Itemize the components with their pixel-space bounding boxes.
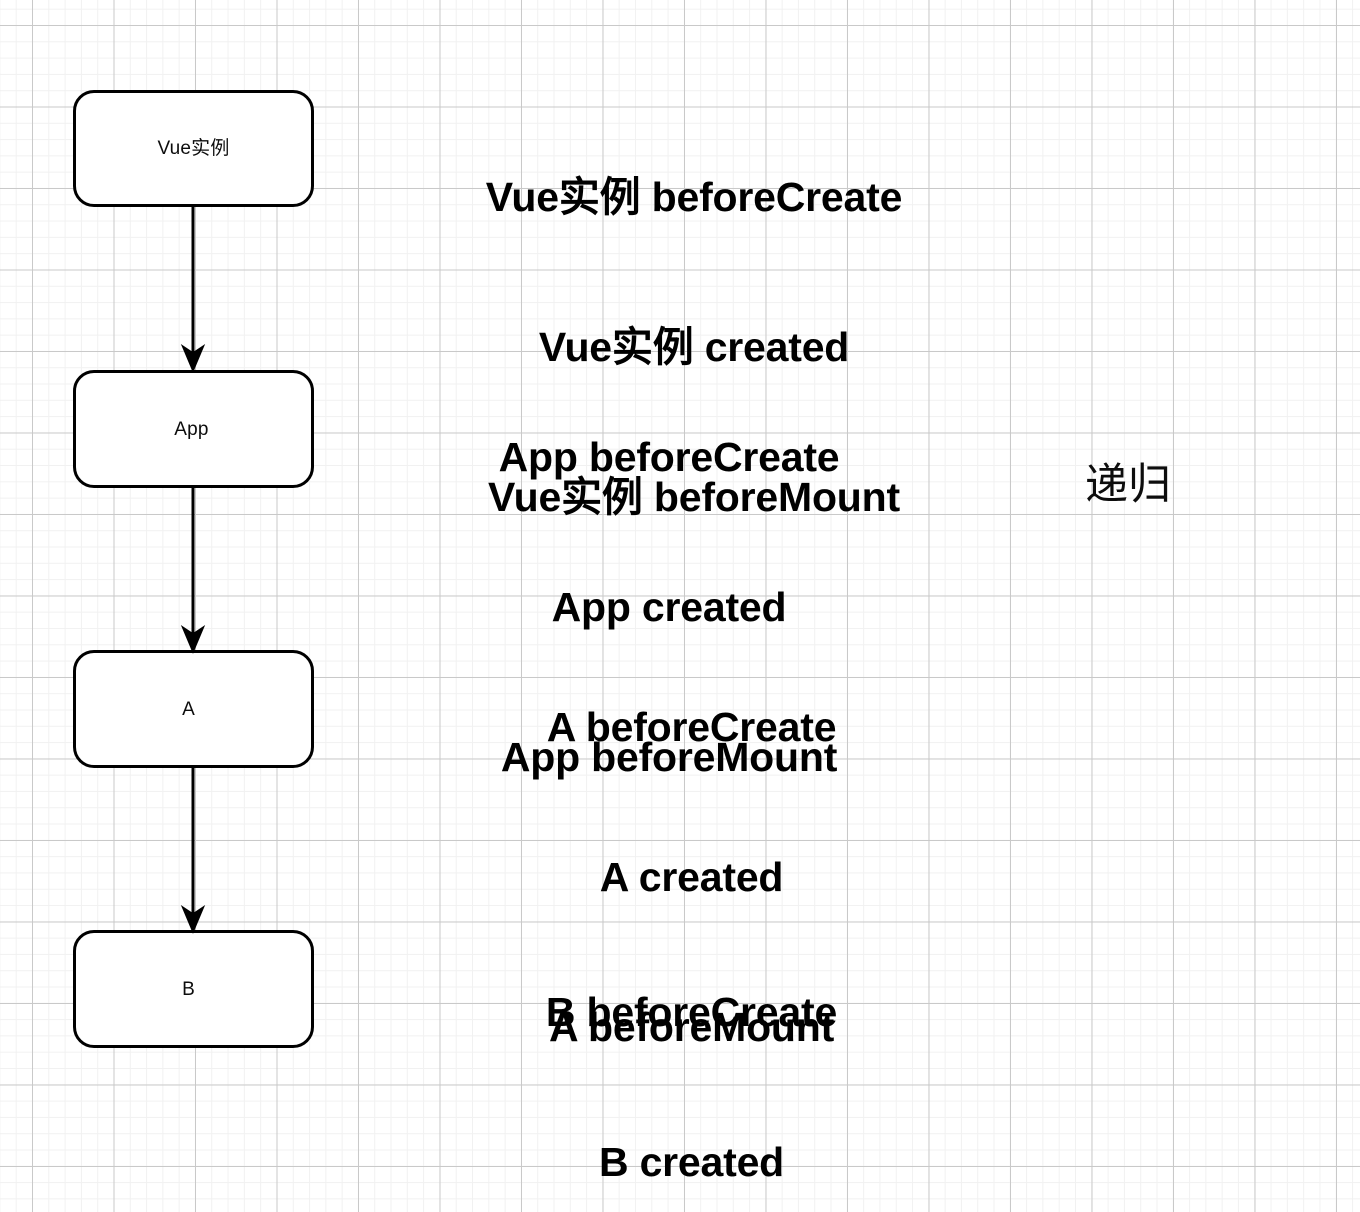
log-line: B beforeCreate bbox=[545, 989, 838, 1035]
log-line: App beforeCreate bbox=[498, 434, 840, 480]
log-line: App created bbox=[551, 584, 787, 630]
lifecycle-log-vue-instance: Vue实例 beforeCreate Vue实例 created Vue实例 b… bbox=[404, 72, 984, 622]
connector-a-to-b[interactable] bbox=[173, 766, 213, 934]
lifecycle-log-app: App beforeCreate App created App beforeM… bbox=[404, 332, 934, 882]
node-label: App bbox=[174, 418, 209, 440]
connector-app-to-a[interactable] bbox=[173, 486, 213, 654]
log-line: Vue实例 beforeCreate bbox=[485, 174, 903, 220]
log-line: Vue实例 created bbox=[538, 324, 850, 370]
node-app[interactable]: App bbox=[73, 370, 314, 488]
node-a[interactable]: A bbox=[73, 650, 314, 768]
node-vue-instance[interactable]: Vue实例 bbox=[73, 90, 314, 207]
log-line: Vue实例 beforeMount bbox=[488, 474, 900, 520]
log-line: A beforeMount bbox=[548, 1004, 835, 1050]
log-line: A beforeCreate bbox=[546, 704, 837, 750]
node-label: A bbox=[182, 698, 195, 720]
log-line: A created bbox=[599, 854, 784, 900]
node-label: Vue实例 bbox=[157, 138, 230, 159]
connector-vue-to-app[interactable] bbox=[173, 205, 213, 373]
lifecycle-log-a: A beforeCreate A created A beforeMount bbox=[404, 602, 979, 1152]
node-b[interactable]: B bbox=[73, 930, 314, 1048]
node-label: B bbox=[182, 978, 195, 1000]
log-line: B created bbox=[598, 1139, 785, 1185]
annotation-recursion: 递归 bbox=[1085, 461, 1171, 509]
lifecycle-log-b: B beforeCreate B created B beforeMount B… bbox=[404, 887, 979, 1212]
log-line: App beforeMount bbox=[500, 734, 838, 780]
